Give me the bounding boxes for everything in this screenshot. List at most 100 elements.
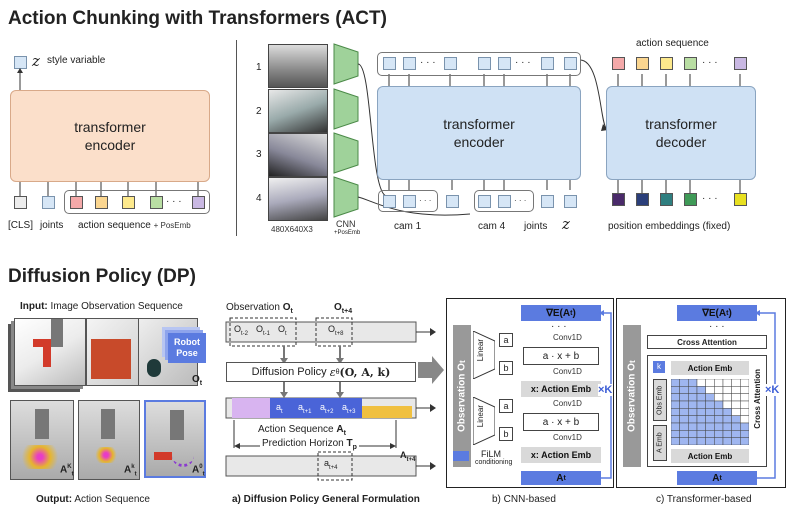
joints-input-label: joints	[524, 221, 548, 232]
pos-token-3	[660, 193, 673, 206]
pos-emb-label: position embeddings (fixed)	[608, 221, 731, 232]
out-token-3	[660, 57, 673, 70]
out-dots: · · ·	[702, 57, 718, 68]
action-token-1	[70, 196, 83, 209]
z-input-token	[564, 195, 577, 208]
action-image-0	[144, 400, 206, 478]
camera-image-2	[268, 89, 328, 133]
obs-cell-t-1: Ot-1	[256, 324, 271, 337]
act-title: Action Chunking with Transformers (ACT)	[8, 8, 387, 29]
cnn-conv-1: Conv1D	[553, 333, 582, 342]
a-cell-t+1: at+1	[298, 402, 312, 415]
cnn-conv-2: Conv1D	[553, 367, 582, 376]
general-caption: a) Diffusion Policy General Formulation	[232, 494, 420, 505]
action-image-k	[10, 400, 74, 480]
cam1-label: cam 1	[394, 221, 422, 232]
z-symbol: z	[32, 52, 40, 70]
cnn-formula-2: a · x + b	[523, 413, 599, 431]
gen-obs-next-label: Ot+4	[334, 302, 353, 315]
action-image-mid	[78, 400, 140, 480]
z-token	[14, 56, 27, 69]
film-label: FiLM	[481, 449, 501, 459]
dp-title: Diffusion Policy (DP)	[8, 266, 196, 287]
obs-cell-t+8: Ot+8	[328, 324, 344, 337]
a-cell-t+2: at+2	[320, 402, 334, 415]
joints-label: joints	[40, 220, 64, 231]
joints-token	[42, 196, 55, 209]
pos-token-2	[636, 193, 649, 206]
cam-number-1: 1	[256, 62, 262, 73]
tf-attention-block	[647, 355, 767, 467]
cnn-formula-1: a · x + b	[523, 347, 599, 365]
pos-dots: · · ·	[702, 193, 718, 204]
enc-out-token-2	[403, 57, 416, 70]
cam4-dots: · · ·	[514, 196, 527, 205]
action-seq-label: action sequence + PosEmb	[78, 220, 191, 231]
enc-out-token-6	[541, 57, 554, 70]
enc-out-token-4	[478, 57, 491, 70]
a-label-mid: Akt	[124, 464, 137, 478]
tf-action-emb-top: Action Emb	[671, 361, 749, 375]
cnn-a-1: a	[499, 333, 513, 347]
out-token-4	[684, 57, 697, 70]
cnn-b-1: b	[499, 361, 513, 375]
enc-out-dots-1: · · ·	[420, 57, 436, 68]
act-divider	[236, 40, 237, 236]
obs-cell-t: Ot	[278, 324, 287, 337]
enc-out-token-5	[498, 57, 511, 70]
obs-symbol: Ot	[192, 374, 203, 387]
cnn-b-2: b	[499, 427, 513, 441]
enc-out-token-7	[564, 57, 577, 70]
cnn-posemb-label: +PosEmb	[334, 230, 361, 236]
out-token-1	[612, 57, 625, 70]
enc-out-token-3	[444, 57, 457, 70]
cnn-times-k: ×K	[598, 384, 613, 396]
cnn-a-2: a	[499, 399, 513, 413]
tf-attention-grid	[671, 379, 749, 445]
cam1-token-2	[403, 195, 416, 208]
enc-out-dots-2: · · ·	[515, 57, 531, 68]
cam4-token-2	[498, 195, 511, 208]
action-sequence-group	[64, 190, 210, 214]
obs-cell-t-2: Ot-2	[234, 324, 249, 337]
enc-out-token-1	[383, 57, 396, 70]
cam4-token-0	[446, 195, 459, 208]
next-a-cell: at+4	[324, 458, 338, 471]
joints-input-token	[541, 195, 554, 208]
cnn-action-emb-2: x: Action Emb	[521, 447, 601, 463]
cls-token	[14, 196, 27, 209]
cam-number-4: 4	[256, 193, 262, 204]
cam4-label: cam 4	[478, 221, 506, 232]
cls-label: [CLS]	[8, 220, 34, 231]
a-cell-t: at	[276, 402, 283, 415]
cnn-dots: · · ·	[551, 321, 567, 332]
out-token-2	[636, 57, 649, 70]
cnn-conv-3: Conv1D	[553, 399, 582, 408]
tf-caption: c) Transformer-based	[656, 494, 752, 505]
z-input-label: z	[562, 215, 570, 233]
cam-number-3: 3	[256, 149, 262, 160]
tf-k-badge: k	[653, 361, 665, 373]
cam4-group	[474, 190, 534, 212]
pred-horizon-label: Prediction Horizon Tp	[260, 438, 359, 451]
tf-dots: · · ·	[709, 321, 725, 332]
a-label-0: A0t	[192, 464, 205, 478]
encoder-output-group	[377, 52, 581, 76]
a-label-k: AKt	[60, 464, 74, 478]
cnn-k-loop	[599, 310, 612, 479]
camera-image-3	[268, 133, 328, 177]
input-label: Input: Image Observation Sequence	[20, 301, 183, 312]
cnn-conv-4: Conv1D	[553, 433, 582, 442]
cnn-k-badge	[453, 451, 469, 461]
camera-image-4	[268, 177, 328, 221]
action-token-4	[150, 196, 163, 209]
